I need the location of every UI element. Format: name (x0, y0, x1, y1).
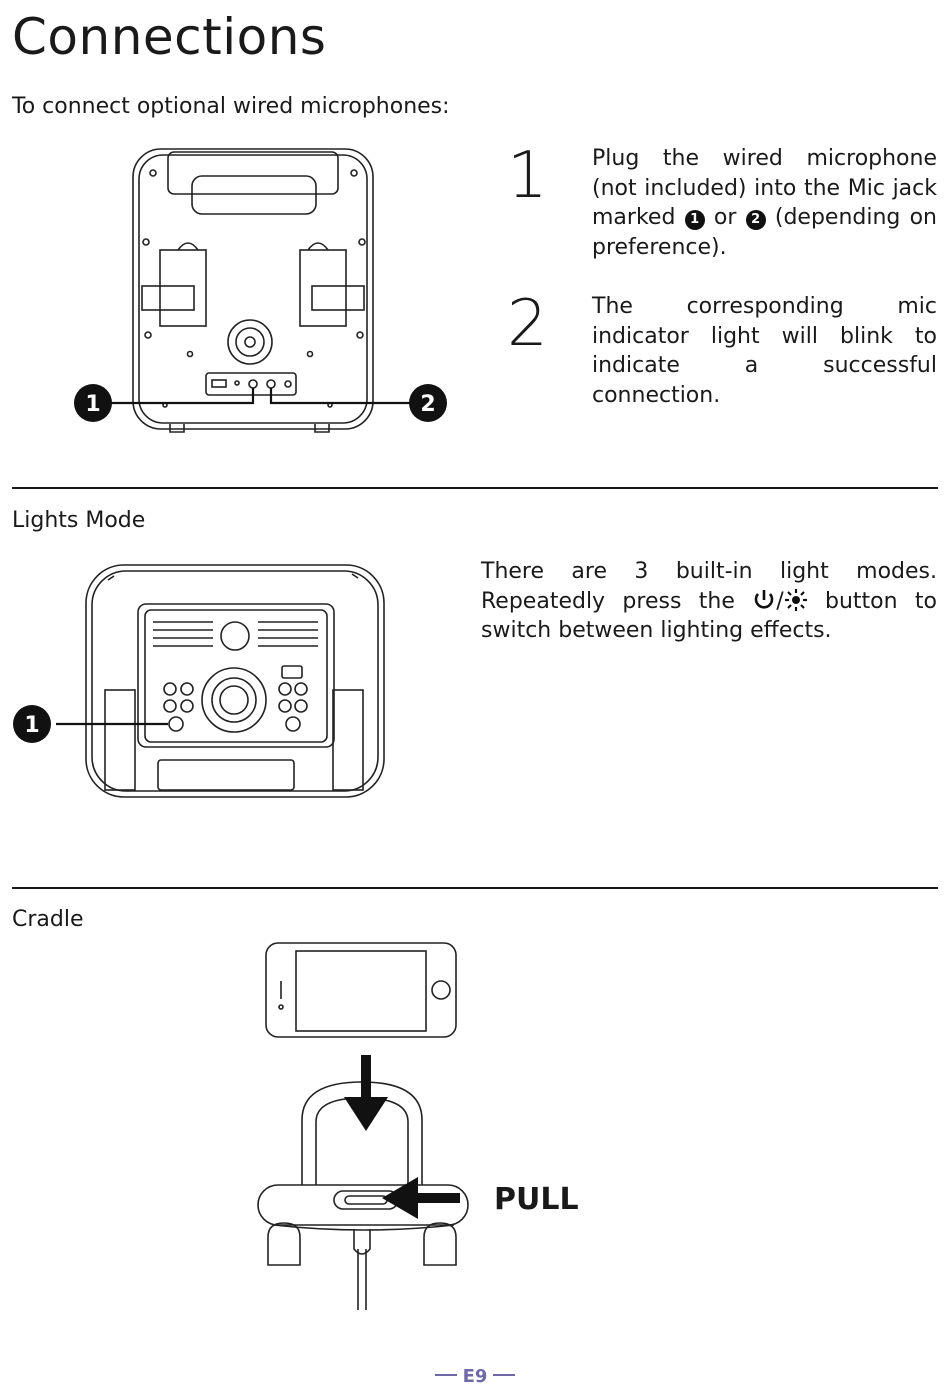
page-footer: E9 (0, 1366, 950, 1387)
section-divider-1 (12, 487, 938, 489)
cradle-illustration (257, 942, 469, 1310)
lights-text-after: button to switch between lighting effect… (481, 588, 937, 644)
page-title: Connections (12, 8, 327, 66)
light-icon (784, 588, 808, 614)
mic-1-badge: 1 (684, 210, 705, 230)
step-1-text-after: (depending on preference). (592, 205, 938, 260)
callout-1-badge (74, 384, 112, 422)
callout-2-label: 2 (420, 392, 435, 417)
step-1-text: Plug the wired microphone (not included)… (592, 144, 937, 262)
mic-2-badge: 2 (745, 210, 766, 230)
step-1-text-middle: or (704, 205, 746, 230)
step-2-text: The corresponding mic indicator light wi… (592, 294, 937, 408)
cradle-heading: Cradle (12, 907, 84, 932)
speaker-front-illustration: 1 (13, 564, 385, 798)
lights-callout-badge (13, 705, 51, 743)
step-1-number: 1 (507, 139, 548, 213)
pull-label: PULL (494, 1182, 579, 1217)
callout-1-label: 1 (85, 392, 100, 417)
step-2-number: 2 (507, 287, 548, 361)
lights-text-before: There are 3 built-in light modes. Repeat… (481, 559, 937, 614)
connections-intro: To connect optional wired microphones: (12, 94, 450, 119)
page-number: E9 (462, 1366, 488, 1387)
footer-dash-left (434, 1374, 457, 1376)
callout-2-badge (409, 384, 447, 422)
lights-heading: Lights Mode (12, 508, 146, 533)
speaker-back-illustration: 1 2 (74, 148, 447, 433)
lights-callout-label: 1 (24, 713, 39, 738)
lights-description: There are 3 built-in light modes. Repeat… (481, 559, 937, 644)
section-divider-2 (12, 887, 938, 889)
power-icon (752, 589, 776, 614)
footer-dash-right (493, 1374, 516, 1376)
step-1-text-before: Plug the wired microphone (not included)… (592, 146, 937, 230)
